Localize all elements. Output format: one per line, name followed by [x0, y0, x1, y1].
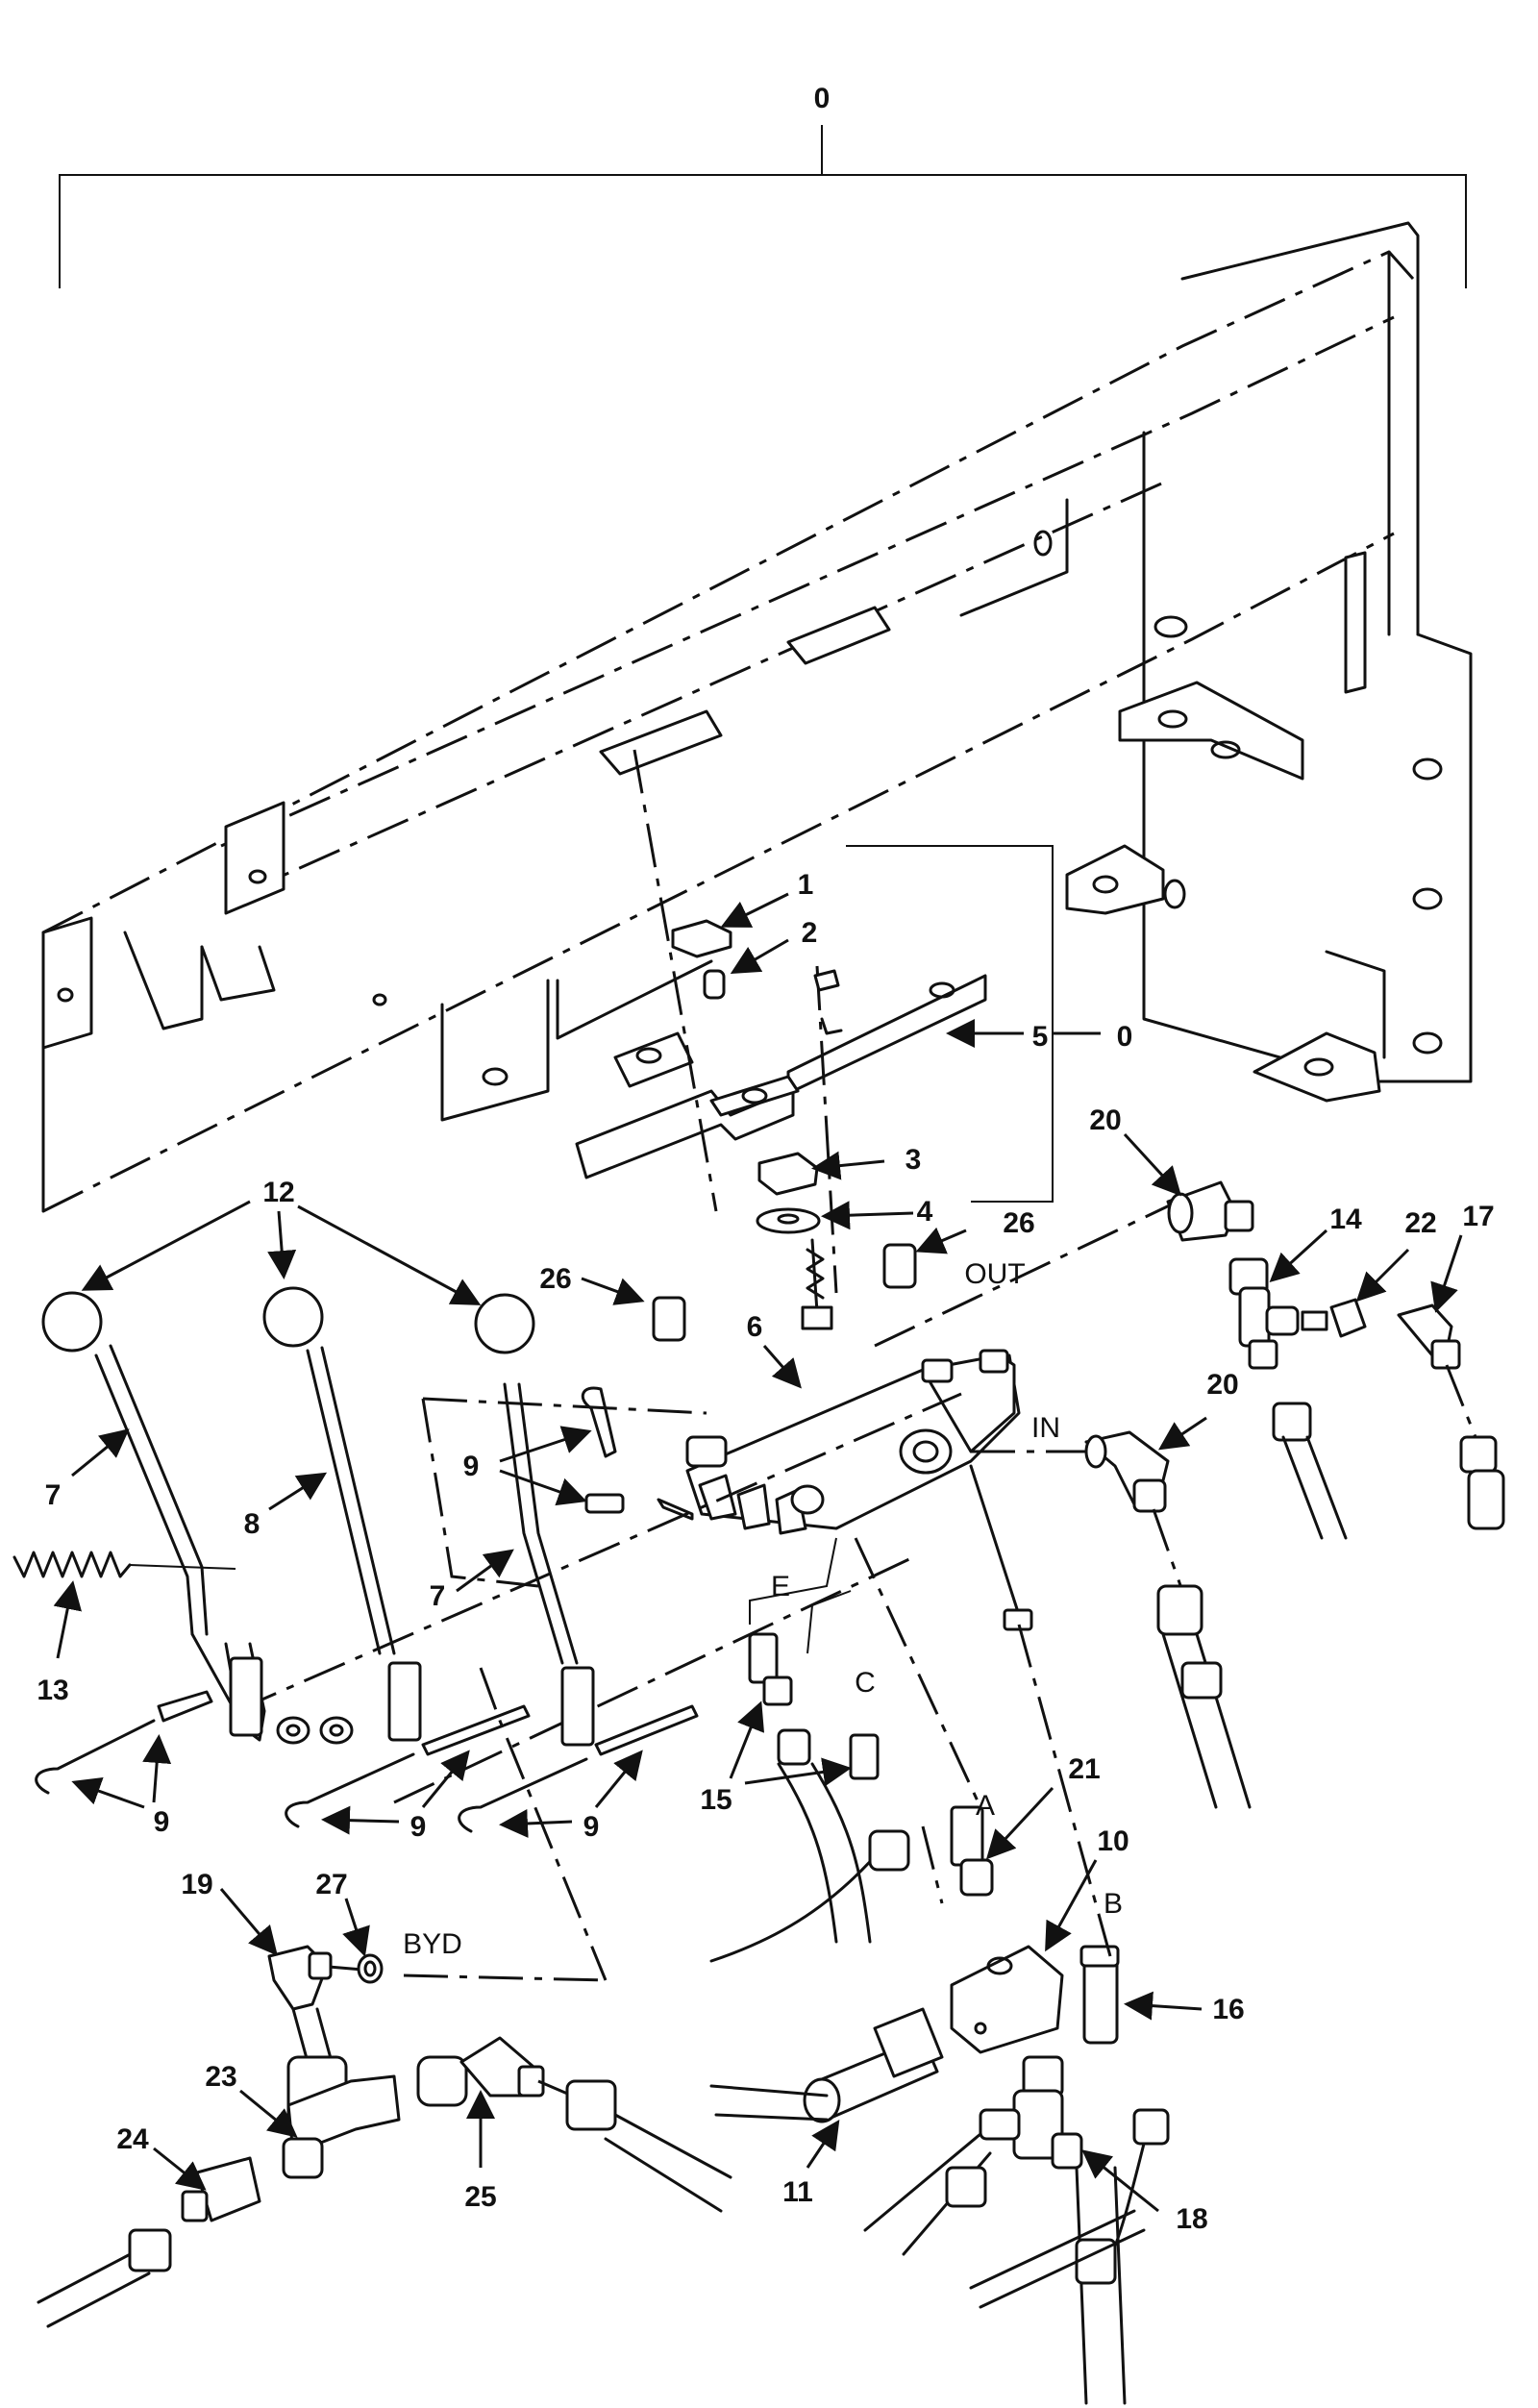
cotter-pin [581, 1386, 617, 1458]
callout-10: 10 [1097, 1825, 1129, 1857]
callout-26-right: 26 [1003, 1207, 1034, 1239]
callout-21: 21 [1068, 1753, 1100, 1785]
hardware-stack [633, 749, 840, 1330]
callout-9-right: 9 [583, 1811, 600, 1843]
callout-13: 13 [37, 1675, 68, 1706]
callout-5: 5 [1032, 1021, 1049, 1053]
callout-17: 17 [1462, 1201, 1494, 1232]
leader-arrows [53, 892, 1463, 2213]
fittings-right [874, 1180, 1505, 1809]
linkage-phantom [235, 1392, 962, 1982]
port-label-out: OUT [964, 1258, 1025, 1290]
port-label-a: A [976, 1790, 995, 1822]
spacer-26 [652, 1243, 917, 1342]
frame-crossmember [41, 530, 1188, 1086]
callout-0-side: 0 [1117, 1021, 1133, 1053]
callout-14: 14 [1329, 1204, 1362, 1235]
callout-20-in: 20 [1206, 1369, 1238, 1401]
callout-1: 1 [798, 869, 814, 901]
callout-23: 23 [205, 2061, 236, 2093]
port-labels: OUT IN E C A B BYD [403, 1258, 1123, 1960]
return-spring [12, 1551, 236, 1578]
callout-4: 4 [917, 1196, 933, 1228]
callout-7-left: 7 [45, 1479, 62, 1511]
cotter-pins [35, 1690, 699, 1833]
tee-fitting-18 [709, 2055, 1170, 2405]
port-label-b: B [1104, 1888, 1123, 1920]
port-label-e: E [771, 1571, 790, 1602]
callout-0-top: 0 [814, 83, 831, 114]
callout-8: 8 [244, 1508, 260, 1540]
callout-22: 22 [1404, 1207, 1436, 1239]
assembly-bracket [59, 125, 1467, 288]
port-label-in: IN [1031, 1412, 1060, 1444]
callout-20-top: 20 [1089, 1105, 1121, 1136]
port-label-c: C [855, 1667, 876, 1699]
callout-12: 12 [262, 1177, 294, 1208]
control-lever-middle [262, 1286, 422, 1742]
control-lever-left [41, 1291, 266, 1742]
callout-26-left: 26 [539, 1263, 571, 1295]
callout-27: 27 [315, 1869, 347, 1900]
callout-18: 18 [1176, 2203, 1207, 2235]
callout-25: 25 [464, 2181, 496, 2213]
callout-7-right: 7 [430, 1580, 446, 1612]
callout-9-valve: 9 [463, 1451, 480, 1482]
frame-outline [41, 221, 1473, 1213]
callout-15: 15 [700, 1784, 732, 1816]
callout-2: 2 [802, 917, 818, 949]
side-mount-plate [1065, 551, 1443, 1103]
callout-6: 6 [747, 1311, 763, 1343]
callout-16: 16 [1212, 1994, 1244, 2025]
port-label-byd: BYD [403, 1928, 462, 1960]
valve-mounting-bracket [575, 845, 1054, 1203]
callout-3: 3 [905, 1144, 922, 1176]
callout-9-left: 9 [154, 1806, 170, 1838]
fittings-lower [709, 1537, 1120, 2123]
callout-numbers: 0 0 1 2 3 4 5 6 7 7 8 9 9 9 9 10 11 12 1… [37, 83, 1494, 2235]
callout-9-middle: 9 [410, 1811, 427, 1843]
callout-24: 24 [116, 2123, 149, 2155]
callout-19: 19 [181, 1869, 212, 1900]
control-lever-right [474, 1293, 595, 1747]
control-valve [584, 1349, 1033, 1631]
callout-11: 11 [782, 2176, 813, 2208]
